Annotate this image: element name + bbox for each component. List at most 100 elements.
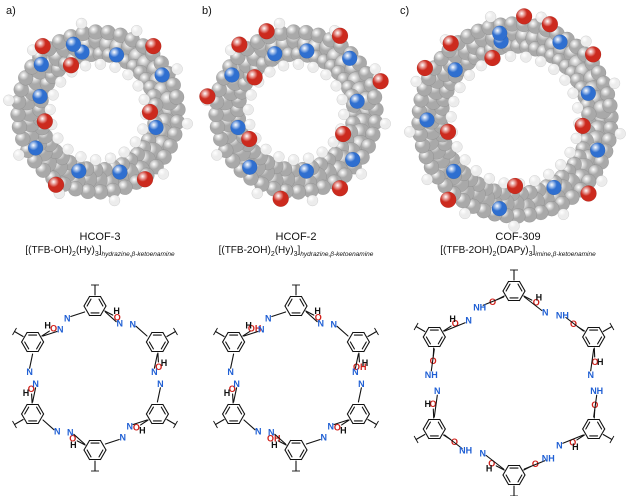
bond [363, 331, 370, 343]
bond [582, 326, 589, 338]
bond [237, 341, 243, 350]
bond [140, 419, 149, 426]
nitrogen-atom [590, 142, 606, 158]
oxygen-label: O [429, 399, 436, 409]
hydrogen-label: H [70, 440, 77, 450]
nitrogen-atom [112, 164, 128, 180]
bond [363, 413, 370, 425]
bond [86, 298, 92, 307]
nitrogen-atom [299, 43, 315, 59]
hydrogen-label: H [572, 442, 579, 452]
bond [162, 331, 169, 343]
bond [284, 449, 292, 461]
bond [162, 341, 169, 353]
nitrogen-atom [342, 50, 358, 66]
nitrogen-atom [27, 140, 44, 156]
oxygen-atom [141, 103, 159, 121]
caption-name: HCOF-2 [275, 231, 317, 243]
bond [518, 464, 526, 476]
panel-letter-a: a) [6, 5, 16, 17]
bond [349, 341, 355, 350]
bond [562, 434, 584, 444]
bond [104, 438, 120, 445]
nitrogen-atom [446, 163, 462, 180]
hydrogen-atom [94, 58, 107, 70]
hydrogen-atom [451, 141, 463, 153]
bond [271, 311, 287, 318]
bond [305, 310, 315, 316]
hydrogen-atom [596, 175, 608, 187]
bond [357, 387, 362, 403]
bond [104, 311, 117, 323]
bond [367, 418, 378, 426]
bond [37, 341, 45, 353]
oxygen-label: O [488, 459, 495, 469]
bond [565, 316, 584, 332]
bond [502, 474, 510, 486]
bond [495, 465, 505, 471]
oxygen-label: OH [353, 362, 367, 372]
hydrogen-atom [132, 80, 144, 92]
oxygen-atom [416, 59, 434, 77]
bond [305, 311, 318, 323]
bond [502, 464, 510, 476]
hydrogen-atom [614, 127, 626, 140]
bond [230, 353, 235, 369]
wavy-bond [213, 420, 218, 429]
hydrogen-atom [273, 151, 285, 163]
hydrogen-atom [130, 25, 143, 37]
hydrogen-atom [277, 59, 290, 72]
bond [598, 428, 606, 440]
hydrogen-atom [484, 11, 497, 23]
hydrogen-label: H [597, 357, 604, 367]
nitrogen-label: N [151, 367, 158, 377]
nitrogen-label: N [54, 427, 61, 437]
oxygen-atom [136, 170, 154, 188]
nitrogen-atom [267, 46, 283, 62]
caption-name: COF-309 [495, 231, 541, 243]
hydrogen-atom [75, 17, 88, 30]
bond [422, 428, 430, 440]
nitrogen-atom [492, 25, 508, 41]
structure-cof-309: OOOOOOOOOOOONNHHNNHHNNHHNNHHNNHHNNHH [413, 269, 615, 496]
hydrogen-atom [104, 152, 117, 165]
bond [346, 413, 354, 425]
hydrogen-atom [292, 58, 305, 70]
bond [83, 439, 91, 451]
bond [162, 413, 169, 425]
wavy-bond [609, 435, 615, 444]
bond [238, 413, 246, 425]
bond [284, 295, 292, 307]
bond [439, 336, 446, 348]
bond [222, 331, 229, 343]
bond [83, 305, 91, 317]
nitrogen-atom [148, 119, 164, 136]
bond [41, 330, 50, 337]
oxygen-atom [47, 176, 65, 193]
bond [598, 336, 606, 348]
hydrogen-atom [557, 208, 570, 221]
nitrogen-label: N [32, 379, 39, 389]
nitrogen-label: N [233, 379, 240, 389]
bond [153, 353, 158, 369]
model-hcof-3 [3, 17, 193, 207]
oxygen-label: O [315, 312, 322, 322]
oxygen-label: O [229, 384, 236, 394]
nitrogen-label: N [434, 386, 441, 396]
hydrogen-label: H [449, 314, 456, 324]
bond [523, 460, 546, 470]
nitrogen-label: NH [459, 446, 472, 456]
hydrogen-label: H [23, 388, 30, 398]
bond [160, 341, 166, 350]
bond [222, 403, 229, 415]
hydrogen-atom [504, 50, 517, 62]
wavy-bond [609, 322, 615, 331]
bond [502, 290, 510, 302]
bond [166, 418, 177, 426]
hydrogen-atom [529, 175, 541, 187]
bond [135, 325, 148, 337]
oxygen-label: O [155, 362, 162, 372]
nitrogen-atom [65, 36, 82, 52]
bond [597, 336, 603, 345]
